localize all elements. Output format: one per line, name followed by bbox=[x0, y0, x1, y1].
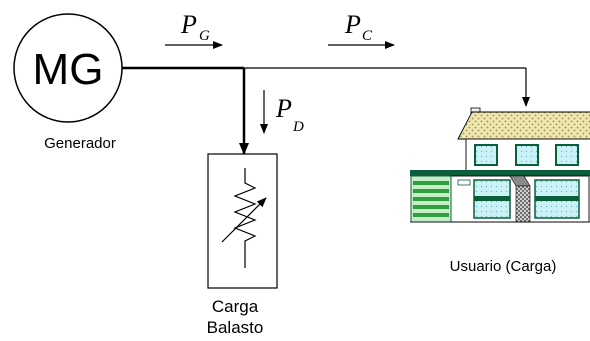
generator-symbol: MG bbox=[33, 45, 104, 94]
flow-generated-subscript: G bbox=[199, 28, 210, 44]
flow-consumer-subscript: C bbox=[362, 28, 373, 44]
house-roof bbox=[457, 111, 590, 140]
flow-consumer-symbol: P bbox=[344, 10, 361, 39]
house-sign bbox=[457, 179, 471, 186]
flow-generated-symbol: P bbox=[180, 10, 197, 39]
flow-dump-symbol: P bbox=[275, 94, 292, 123]
house-trim bbox=[410, 170, 590, 176]
dump-load-label-line2: Balasto bbox=[207, 318, 264, 337]
variable-resistor-icon bbox=[233, 168, 257, 268]
house-window-upper-mid bbox=[515, 144, 539, 166]
flow-label-dump: P D bbox=[275, 94, 304, 135]
house-icon bbox=[410, 107, 590, 223]
flow-label-consumer: P C bbox=[344, 10, 373, 44]
user-label: Usuario (Carga) bbox=[450, 258, 557, 275]
dump-load bbox=[207, 153, 278, 289]
house-window-upper-right bbox=[555, 144, 579, 166]
house-door bbox=[515, 185, 531, 223]
flow-dump-subscript: D bbox=[292, 119, 304, 135]
house-window-lower-left-bar bbox=[474, 196, 510, 201]
house-window-lower-right-bar bbox=[535, 196, 579, 201]
house-window-upper-left bbox=[474, 144, 498, 166]
house-garage-stripes bbox=[413, 181, 449, 217]
dump-load-label-line1: Carga bbox=[212, 297, 259, 316]
flow-label-generated: P G bbox=[180, 10, 210, 44]
variable-resistor-arrow bbox=[221, 197, 267, 243]
generator-label: Generador bbox=[44, 135, 116, 152]
generator: MG bbox=[13, 13, 123, 123]
